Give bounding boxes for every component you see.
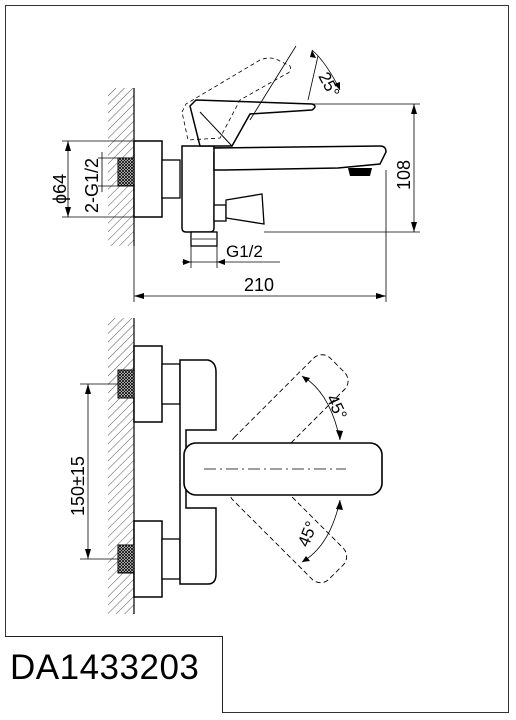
center-distance-label: 150±15 [68, 456, 88, 516]
outlet-dimension: G1/2 [182, 242, 280, 268]
diameter-label: ϕ64 [50, 174, 70, 204]
lower-flange [133, 520, 163, 598]
body-plan [179, 359, 217, 585]
inlet-dimensions: ϕ64 2-G1/2 [50, 140, 134, 218]
angle-upper-label: 45° [322, 391, 350, 422]
upper-inlet [117, 369, 135, 399]
angle-dimension-lower: 45° [294, 499, 343, 563]
inlet-thread-label: 2-G1/2 [82, 158, 102, 213]
top-view: 45° 45° 150±15 [68, 318, 383, 614]
diverter-knob [213, 193, 265, 225]
rotated-handle-upper [230, 354, 349, 473]
inlet-connector [117, 157, 135, 187]
wall-flange [133, 140, 163, 218]
lower-inlet [117, 544, 135, 574]
rotated-handle-lower [228, 464, 348, 584]
length-dimension: 210 [133, 170, 387, 302]
angle-25-label: 25° [314, 69, 343, 101]
product-code: DA1433203 [10, 648, 200, 687]
upper-flange [133, 345, 163, 423]
lever-handle [189, 99, 316, 147]
handle-plan [183, 442, 383, 496]
lever-rotated-outline [181, 57, 291, 141]
aerator [348, 168, 372, 176]
center-distance-dimension: 150±15 [68, 383, 118, 560]
length-label: 210 [244, 275, 274, 295]
outlet-thread-label: G1/2 [226, 242, 263, 261]
connector-pipe [161, 159, 181, 199]
product-code-box [5, 636, 223, 713]
angle-lower-label: 45° [294, 519, 321, 550]
side-view: 25° 108 ϕ64 2-G1/2 [50, 45, 420, 302]
spout [213, 145, 387, 171]
height-label: 108 [394, 160, 414, 190]
height-dimension: 108 [264, 103, 420, 233]
